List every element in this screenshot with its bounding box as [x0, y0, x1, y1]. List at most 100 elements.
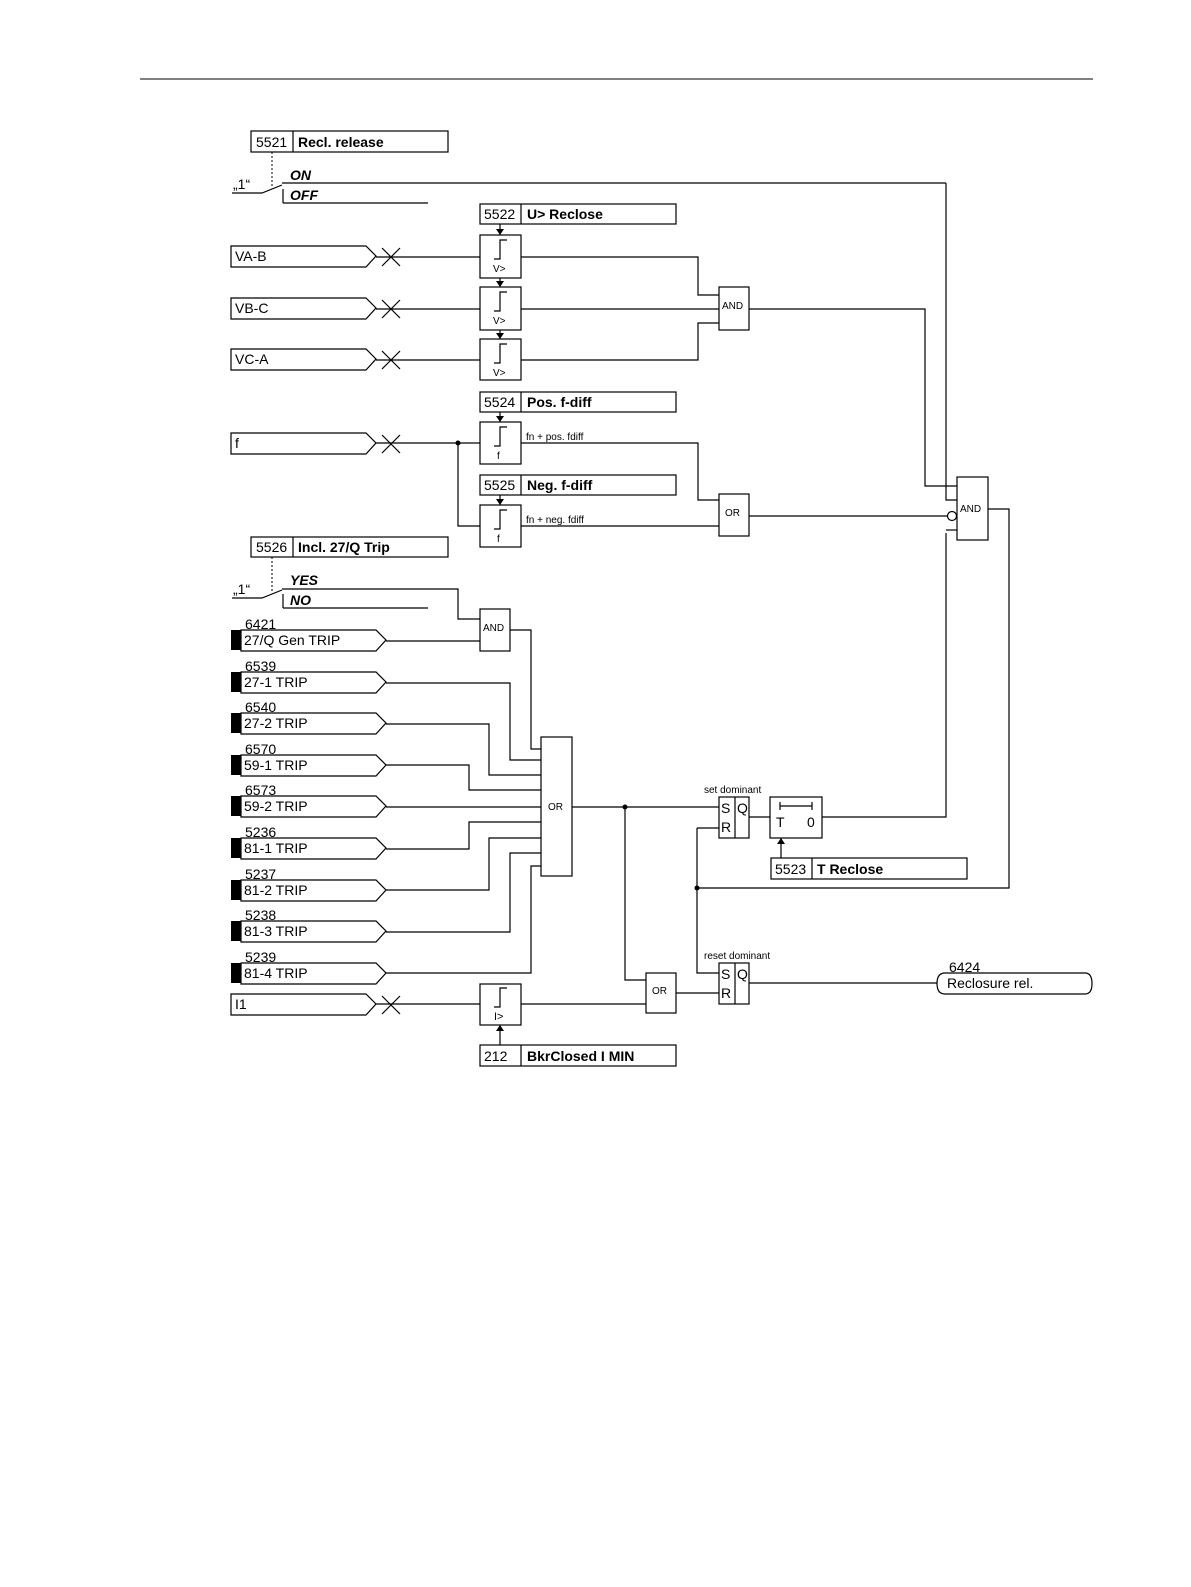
setting-5524-number: 5524 [484, 394, 515, 410]
setting-5523-number: 5523 [775, 861, 806, 877]
timer-block: T 0 [769, 796, 823, 839]
and-gate-voltage: AND [718, 286, 750, 331]
threshold-voltage-2: V> [479, 286, 522, 331]
indication-6421: 6421 27/Q Gen TRIP [231, 616, 387, 652]
setting-5521-name: Recl. release [298, 134, 384, 150]
threshold-voltage-1-label: V> [493, 264, 506, 275]
setting-5521: 5521 Recl. release [250, 130, 449, 153]
setting-5522-name: U> Reclose [527, 206, 603, 222]
setting-212-number: 212 [484, 1048, 508, 1064]
indication-5238: 5238 81-3 TRIP [231, 907, 387, 943]
indication-5236-number: 5236 [245, 824, 276, 840]
threshold-freq-pos: f [479, 421, 522, 465]
indication-6570: 6570 59-1 TRIP [231, 741, 387, 777]
setting-212: 212 BkrClosed I MIN [479, 1044, 677, 1067]
input-vb-c-label: VB-C [235, 300, 268, 316]
ff1-r: R [721, 819, 731, 835]
option-on: ON [290, 167, 312, 183]
indication-6573: 6573 59-2 TRIP [231, 782, 387, 818]
input-vb-c: VB-C [230, 297, 377, 320]
input-vc-a-label: VC-A [235, 351, 269, 367]
timer-zero: 0 [807, 814, 815, 830]
setting-5525: 5525 Neg. f-diff [479, 474, 677, 496]
option-yes: YES [290, 572, 319, 588]
input-va-b: VA-B [230, 245, 377, 268]
indication-6570-number: 6570 [245, 741, 276, 757]
input-i1: I1 [230, 993, 377, 1016]
indication-5239-name: 81-4 TRIP [244, 965, 308, 981]
or-gate-trips: OR [540, 736, 573, 877]
indication-5237: 5237 81-2 TRIP [231, 866, 387, 902]
output-6424: 6424 Reclosure rel. [936, 959, 1093, 995]
indication-5239-number: 5239 [245, 949, 276, 965]
label-set-dominant: set dominant [704, 785, 761, 796]
input-i1-label: I1 [235, 996, 247, 1012]
indication-6573-number: 6573 [245, 782, 276, 798]
label-neg-fdiff: fn + neg. fdiff [526, 515, 584, 526]
indication-6421-name: 27/Q Gen TRIP [244, 632, 340, 648]
threshold-current: I> [479, 983, 522, 1026]
setting-212-name: BkrClosed I MIN [527, 1048, 634, 1064]
indication-5238-number: 5238 [245, 907, 276, 923]
label-reset-dominant: reset dominant [704, 951, 770, 962]
indication-6540: 6540 27-2 TRIP [231, 699, 387, 735]
flipflop-set-dominant: S R Q [718, 796, 750, 839]
timer-t: T [776, 814, 785, 830]
indication-6539-number: 6539 [245, 658, 276, 674]
output-6424-name: Reclosure rel. [947, 975, 1033, 991]
threshold-voltage-2-label: V> [493, 316, 506, 327]
ff1-s: S [721, 800, 730, 816]
flipflop-reset-dominant: S R Q [718, 962, 750, 1005]
indication-6540-number: 6540 [245, 699, 276, 715]
threshold-freq-neg-label: f [497, 534, 500, 545]
input-vc-a: VC-A [230, 348, 377, 371]
indication-5236-name: 81-1 TRIP [244, 840, 308, 856]
input-f-label: f [235, 435, 239, 451]
constant-one-1: „1“ [233, 176, 250, 192]
label-pos-fdiff: fn + pos. fdiff [526, 432, 584, 443]
option-off: OFF [290, 187, 318, 203]
output-6424-number: 6424 [949, 959, 980, 975]
setting-5524: 5524 Pos. f-diff [479, 391, 677, 413]
and-gate-voltage-label: AND [722, 301, 743, 312]
indication-5236: 5236 81-1 TRIP [231, 824, 387, 860]
threshold-voltage-3-label: V> [493, 368, 506, 379]
indication-6539: 6539 27-1 TRIP [231, 658, 387, 694]
setting-5523-name: T Reclose [817, 861, 883, 877]
and-gate-27q: AND [479, 608, 511, 652]
setting-5525-number: 5525 [484, 477, 515, 493]
ff2-q: Q [737, 966, 748, 982]
and-gate-27q-label: AND [483, 623, 504, 634]
or-gate-breaker: OR [645, 972, 677, 1014]
indication-5237-number: 5237 [245, 866, 276, 882]
or-gate-trips-label: OR [548, 802, 563, 813]
indication-5237-name: 81-2 TRIP [244, 882, 308, 898]
or-gate-freq-label: OR [725, 508, 740, 519]
threshold-current-label: I> [494, 1011, 503, 1023]
option-no: NO [290, 592, 311, 608]
and-gate-main-label: AND [960, 504, 981, 515]
constant-one-2: „1“ [233, 581, 250, 597]
setting-5524-name: Pos. f-diff [527, 394, 592, 410]
setting-5522-number: 5522 [484, 206, 515, 222]
ff2-r: R [721, 985, 731, 1001]
indication-6570-name: 59-1 TRIP [244, 757, 308, 773]
threshold-voltage-1: V> [479, 234, 522, 279]
setting-5526-name: Incl. 27/Q Trip [298, 539, 390, 555]
threshold-freq-pos-label: f [497, 451, 500, 462]
threshold-freq-neg: f [479, 504, 522, 548]
input-f: f [230, 432, 377, 455]
indication-6573-name: 59-2 TRIP [244, 798, 308, 814]
input-va-b-label: VA-B [235, 248, 267, 264]
ff2-s: S [721, 966, 730, 982]
ff1-q: Q [737, 800, 748, 816]
indication-6421-number: 6421 [245, 616, 276, 632]
indication-6539-name: 27-1 TRIP [244, 674, 308, 690]
setting-5526-number: 5526 [256, 539, 287, 555]
setting-5525-name: Neg. f-diff [527, 477, 593, 493]
or-gate-breaker-label: OR [652, 986, 667, 997]
or-gate-freq: OR [718, 493, 750, 537]
setting-5521-number: 5521 [256, 134, 287, 150]
setting-5522: 5522 U> Reclose [479, 203, 677, 225]
